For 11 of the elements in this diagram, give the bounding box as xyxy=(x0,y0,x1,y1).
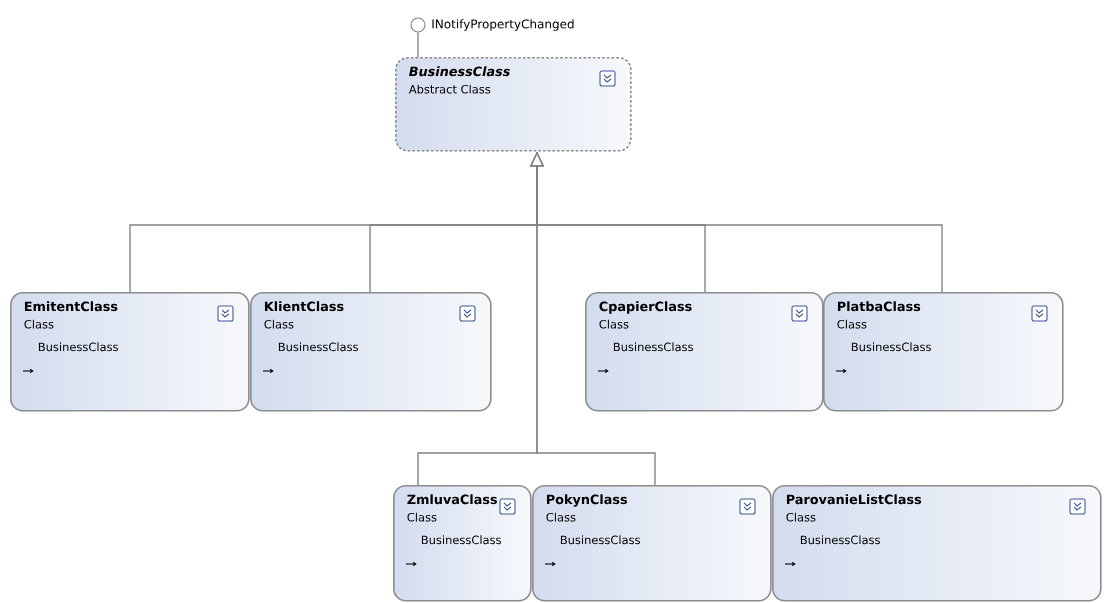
class-box: KlientClass Class BusinessClass xyxy=(250,292,492,412)
interface-lollipop xyxy=(410,17,426,33)
class-box: ParovanieListClass Class BusinessClass xyxy=(772,485,1102,602)
class-box: PlatbaClass Class BusinessClass xyxy=(823,292,1064,412)
class-box: EmitentClass Class BusinessClass xyxy=(10,292,250,412)
class-box: CpapierClass Class BusinessClass xyxy=(585,292,824,412)
class-box: PokynClass Class BusinessClass xyxy=(532,485,772,602)
interface-label: INotifyPropertyChanged xyxy=(432,19,574,31)
class-box: ZmluvaClass Class BusinessClass xyxy=(393,485,532,602)
interface-line xyxy=(417,31,419,58)
class-box: BusinessClass Abstract Class xyxy=(395,57,632,152)
